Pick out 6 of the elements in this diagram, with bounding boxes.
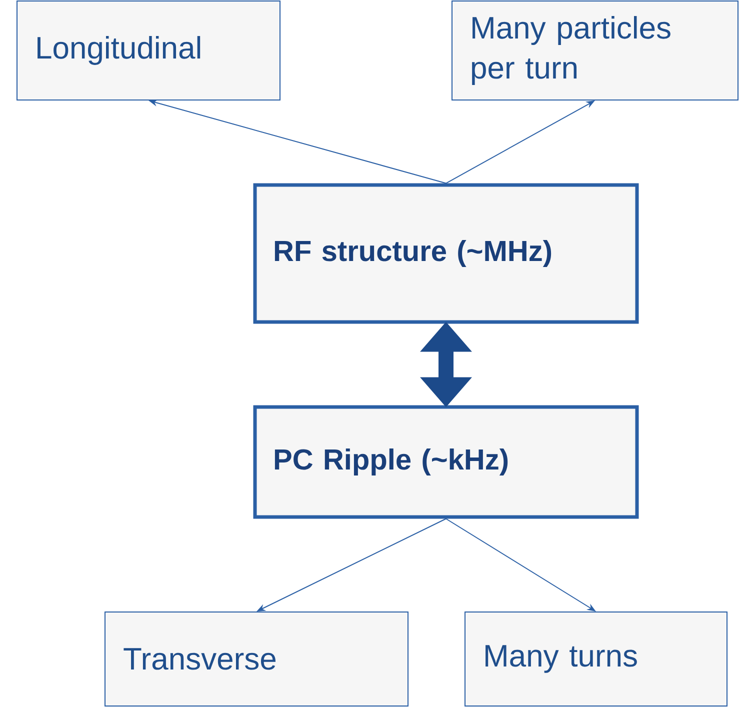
text-box: Many particles per turn: [452, 0, 738, 100]
text-box: Many turns: [464, 612, 728, 706]
process-box: RF structure (~MHz): [253, 183, 639, 324]
text-box: Transverse: [104, 612, 408, 706]
text-box: Longitudinal: [16, 0, 280, 100]
process-box: PC Ripple (~kHz): [253, 405, 639, 519]
